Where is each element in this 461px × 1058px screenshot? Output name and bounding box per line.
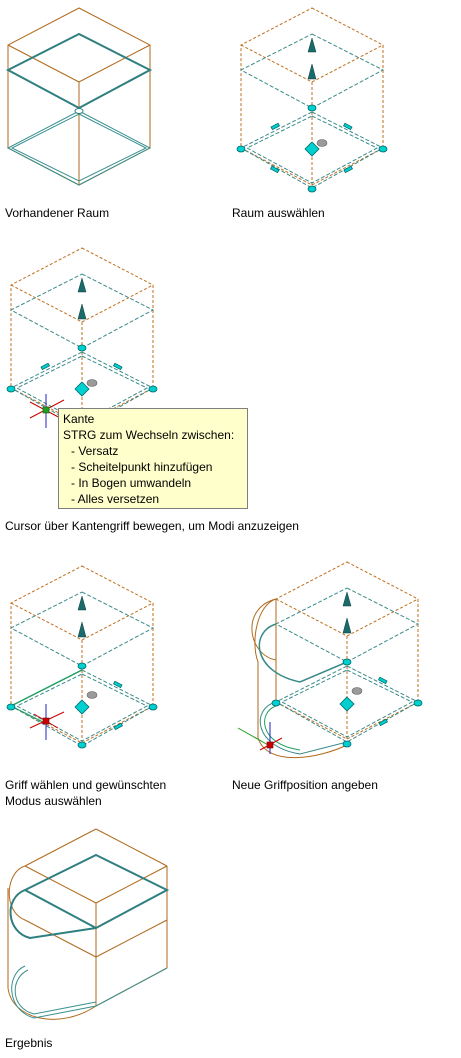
- location-grip[interactable]: [339, 696, 355, 712]
- figure-existing-space: [5, 7, 153, 186]
- edge-grip[interactable]: [377, 676, 388, 685]
- arrow-up-icon[interactable]: [77, 621, 87, 638]
- vertex-grip[interactable]: [342, 740, 352, 748]
- rotation-grip[interactable]: [316, 139, 328, 147]
- space-bottom-outline: [6, 110, 152, 186]
- vertex-grip[interactable]: [77, 344, 87, 352]
- edge-grip[interactable]: [113, 722, 124, 731]
- vertex-grip[interactable]: [6, 703, 16, 711]
- figure-select-grip-mode: [6, 565, 158, 749]
- vertex-grip[interactable]: [148, 385, 158, 393]
- vertex-grip[interactable]: [77, 741, 87, 749]
- figure-hover-edge-grip: [6, 247, 158, 429]
- caption-select-grip-line1: Griff wählen und gewünschten: [5, 778, 167, 792]
- figure-result: [7, 828, 170, 1020]
- figure-select-space: [236, 7, 388, 193]
- edge-grip[interactable]: [378, 718, 389, 727]
- tooltip-option: - In Bogen umwandeln: [71, 476, 192, 490]
- tooltip-title: Kante: [63, 412, 95, 426]
- figure-new-grip-position: [237, 561, 423, 759]
- edge-grip[interactable]: [343, 165, 354, 174]
- tooltip-option: - Scheitelpunkt hinzufügen: [71, 460, 213, 474]
- vertex-grip[interactable]: [342, 658, 352, 666]
- arrow-up-icon[interactable]: [342, 617, 352, 634]
- rotation-grip[interactable]: [351, 687, 363, 695]
- arrow-up-icon[interactable]: [307, 63, 317, 80]
- vertex-grip[interactable]: [236, 145, 246, 153]
- tooltip-option: - Alles versetzen: [71, 492, 160, 506]
- arrow-up-icon[interactable]: [77, 303, 87, 320]
- location-grip[interactable]: [74, 381, 90, 397]
- arrow-up-icon[interactable]: [307, 37, 317, 53]
- caption-hover-edge-grip: Cursor über Kantengriff bewegen, um Modi…: [5, 519, 299, 533]
- caption-existing-space: Vorhandener Raum: [5, 206, 110, 220]
- location-grip[interactable]: [304, 141, 320, 157]
- caption-new-grip-position: Neue Griffposition angeben: [232, 778, 378, 792]
- cursor-crosshair-icon: [29, 704, 65, 740]
- vertex-grip[interactable]: [271, 699, 281, 707]
- vertex-grip[interactable]: [413, 699, 423, 707]
- vertex-grip[interactable]: [378, 145, 388, 153]
- caption-result: Ergebnis: [5, 1036, 53, 1050]
- vertex-grip[interactable]: [307, 185, 317, 193]
- arrow-up-icon[interactable]: [342, 591, 352, 607]
- arrow-up-icon[interactable]: [77, 595, 87, 611]
- edge-grip[interactable]: [112, 362, 123, 371]
- vertex-grip[interactable]: [307, 104, 317, 112]
- cursor-crosshair-icon: [237, 722, 283, 754]
- arrow-up-icon[interactable]: [77, 277, 87, 293]
- edge-grip[interactable]: [112, 680, 123, 689]
- edge-grip[interactable]: [270, 122, 281, 131]
- edge-grip[interactable]: [269, 165, 280, 174]
- tooltip-instruction: STRG zum Wechseln zwischen:: [63, 428, 235, 442]
- edge-grip-tooltip: Kante STRG zum Wechseln zwischen: - Vers…: [58, 408, 248, 509]
- vertex-grip[interactable]: [148, 703, 158, 711]
- vertex-grip[interactable]: [6, 385, 16, 393]
- edge-grip[interactable]: [40, 362, 51, 371]
- tooltip-option: - Versatz: [71, 444, 119, 458]
- edge-grip[interactable]: [342, 122, 353, 131]
- location-grip[interactable]: [74, 699, 90, 715]
- arc-preview-outline: [254, 598, 348, 759]
- vertex-grip[interactable]: [77, 662, 87, 670]
- arc-preview-top: [251, 598, 277, 661]
- caption-select-space: Raum auswählen: [232, 206, 325, 220]
- caption-select-grip-line2: Modus auswählen: [5, 794, 102, 808]
- rotation-grip[interactable]: [86, 379, 98, 387]
- rotation-grip[interactable]: [86, 691, 98, 699]
